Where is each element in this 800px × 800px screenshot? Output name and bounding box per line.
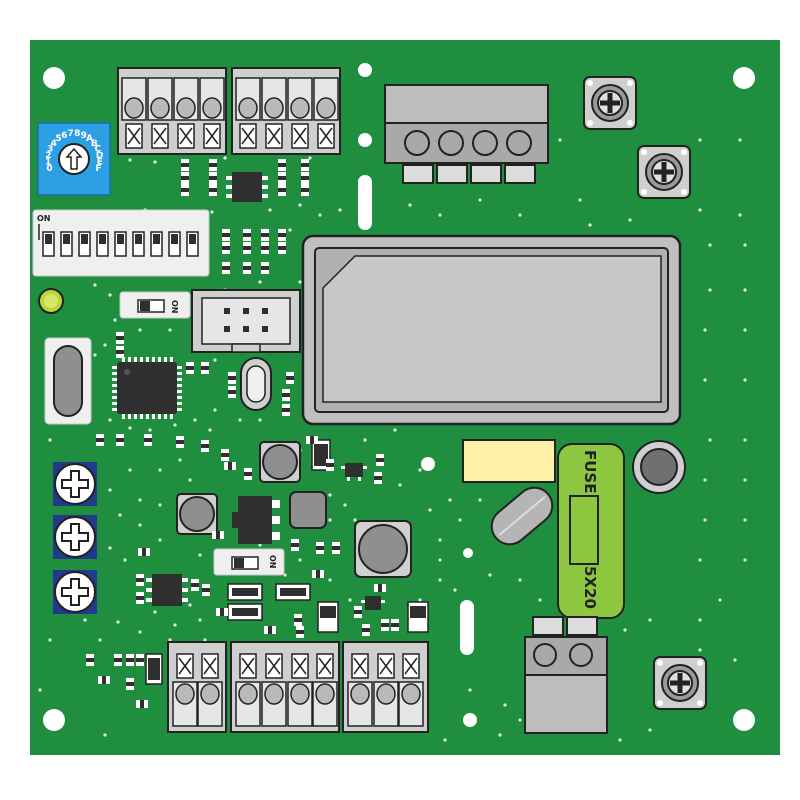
- round-button: [632, 440, 686, 494]
- status-led: [38, 288, 64, 314]
- mounting-holes: [43, 63, 755, 731]
- capacitor-block-1: [311, 439, 331, 471]
- microcontroller-qfp: [112, 357, 182, 419]
- trimmer-potentiometer-3: [653, 656, 707, 710]
- ic-small-bottom: [146, 574, 188, 606]
- rotary-digit: 0: [46, 164, 52, 174]
- rotary-digit: B: [91, 139, 98, 149]
- dip-switch: ON: [32, 209, 210, 277]
- rotary-digit: D: [96, 151, 103, 161]
- rotary-digit: 8: [74, 129, 80, 139]
- slide-switch-2-on: ON: [268, 555, 277, 569]
- terminal-block-bottom-2: [230, 641, 340, 733]
- rotary-digit: E: [97, 157, 103, 167]
- rotary-digit: 9: [81, 131, 87, 141]
- screw-terminal-3: [52, 569, 98, 615]
- oval-jumper: [490, 486, 554, 546]
- rotary-digit: F: [95, 164, 101, 174]
- lcd-display: [301, 234, 682, 426]
- terminal-block-top-right: [231, 67, 341, 155]
- inductor-large: [354, 520, 412, 578]
- electrolytic-small: [145, 653, 163, 685]
- inductor-2: [176, 493, 218, 535]
- rotary-digit: A: [86, 134, 93, 144]
- rotary-digit: C: [94, 144, 101, 154]
- screw-terminal-1: [52, 461, 98, 507]
- fuse-holder: FUSE 5X20: [557, 443, 625, 619]
- terminal-block-bottom-3: [342, 641, 429, 733]
- yellow-component: [462, 439, 556, 483]
- crystal-oscillator: [240, 357, 272, 411]
- screw-terminal-2: [52, 514, 98, 560]
- voltage-regulator: [232, 496, 280, 544]
- slide-switch-1-on: ON: [170, 300, 179, 314]
- fuse-size-label: 5X20: [581, 566, 599, 609]
- trimmer-potentiometer-2: [637, 145, 691, 199]
- power-connector-top: [384, 84, 549, 184]
- rotary-digit: 3: [47, 144, 53, 154]
- rotary-arrow-icon: [65, 147, 83, 170]
- rotary-digit: 5: [55, 134, 61, 144]
- small-transistor: [341, 463, 367, 481]
- rotary-digit: 6: [61, 131, 67, 141]
- dip-on-label: ON: [37, 214, 51, 223]
- terminal-block-top-left: [117, 67, 227, 155]
- smd-block-grey: [289, 491, 327, 529]
- small-transistor-2: [361, 596, 385, 610]
- rotary-digit: 4: [51, 139, 57, 149]
- slide-switch-1: ON: [119, 291, 191, 319]
- terminal-block-bottom-1: [167, 641, 227, 733]
- ic-small-top: [226, 172, 268, 202]
- rotary-digit: 1: [45, 157, 51, 167]
- rotary-digit: 2: [45, 151, 51, 161]
- slide-switch-2: ON: [213, 548, 285, 576]
- box-header-connector: [191, 289, 301, 353]
- rotary-digit: 7: [68, 129, 74, 139]
- diode-bands: [232, 588, 426, 618]
- tactile-button-left: [44, 337, 92, 425]
- inductor-1: [259, 441, 301, 483]
- trimmer-potentiometer-1: [583, 76, 637, 130]
- fuse-label: FUSE: [581, 450, 599, 493]
- power-connector-bottom: [524, 616, 608, 734]
